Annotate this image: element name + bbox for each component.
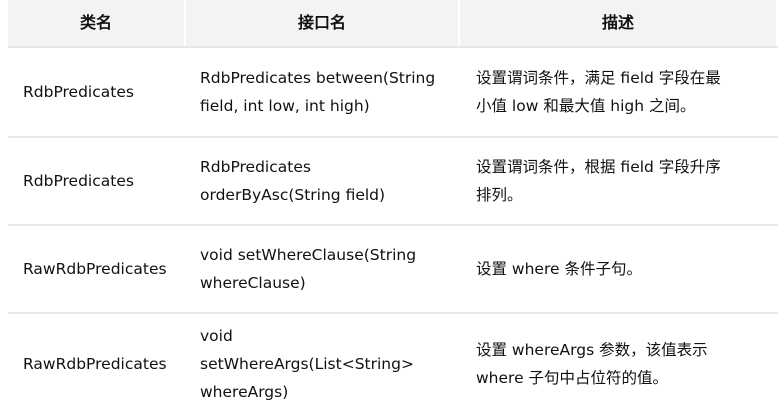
header-description: 描述 — [460, 0, 778, 46]
class-text: RdbPredicates — [23, 172, 134, 190]
description-cell: 设置谓词条件，满足 field 字段在最 小值 low 和最大值 high 之间… — [460, 48, 778, 136]
description-text: 设置谓词条件，满足 field 字段在最 小值 low 和最大值 high 之间… — [476, 69, 721, 115]
description-cell: 设置谓词条件，根据 field 字段升序 排列。 — [460, 138, 778, 224]
table-row: RawRdbPredicates void setWhereClause(Str… — [8, 226, 778, 314]
description-text: 设置 whereArgs 参数，该值表示 where 子句中占位符的值。 — [476, 341, 708, 387]
class-cell: RdbPredicates — [8, 138, 186, 224]
header-class-name: 类名 — [8, 0, 186, 46]
description-text: 设置谓词条件，根据 field 字段升序 排列。 — [476, 158, 721, 204]
table-row: RdbPredicates RdbPredicates between(Stri… — [8, 48, 778, 138]
class-text: RdbPredicates — [23, 83, 134, 101]
api-cell: void setWhereClause(String whereClause) — [186, 226, 460, 312]
api-text: RdbPredicates orderByAsc(String field) — [200, 158, 386, 204]
description-text: 设置 where 条件子句。 — [476, 260, 642, 278]
header-interface-name: 接口名 — [186, 0, 460, 46]
table-row: RdbPredicates RdbPredicates orderByAsc(S… — [8, 138, 778, 226]
api-cell: void setWhereArgs(List<String> whereArgs… — [186, 314, 460, 414]
api-cell: RdbPredicates orderByAsc(String field) — [186, 138, 460, 224]
api-text: void setWhereClause(String whereClause) — [200, 246, 417, 292]
class-cell: RawRdbPredicates — [8, 226, 186, 312]
table-row: RawRdbPredicates void setWhereArgs(List<… — [8, 314, 778, 414]
class-text: RawRdbPredicates — [23, 355, 167, 373]
class-cell: RawRdbPredicates — [8, 314, 186, 414]
api-text: void setWhereArgs(List<String> whereArgs… — [200, 327, 414, 401]
class-cell: RdbPredicates — [8, 48, 186, 136]
api-table: 类名 接口名 描述 RdbPredicates RdbPredicates be… — [8, 0, 778, 414]
class-text: RawRdbPredicates — [23, 260, 167, 278]
api-cell: RdbPredicates between(String field, int … — [186, 48, 460, 136]
description-cell: 设置 where 条件子句。 — [460, 226, 778, 312]
api-text: RdbPredicates between(String field, int … — [200, 69, 436, 115]
description-cell: 设置 whereArgs 参数，该值表示 where 子句中占位符的值。 — [460, 314, 778, 414]
table-header-row: 类名 接口名 描述 — [8, 0, 778, 48]
